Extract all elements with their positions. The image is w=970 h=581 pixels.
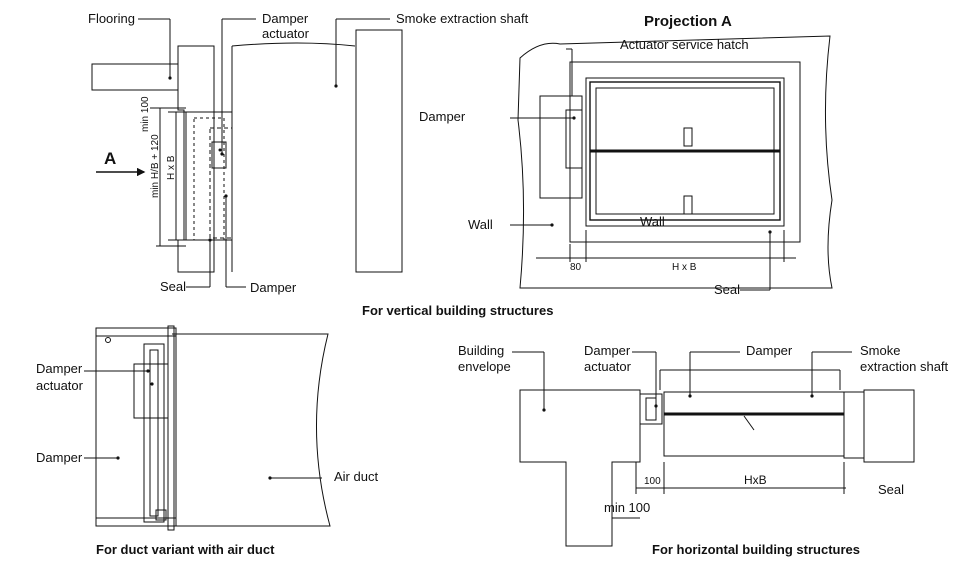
label-h-actuator-2: actuator	[584, 359, 632, 374]
flooring-slab	[91, 63, 179, 91]
label-envelope-1: Building	[458, 343, 504, 358]
label-seal: Seal	[160, 279, 186, 294]
shaft-wall	[355, 29, 403, 273]
label-duct-damper: Damper	[36, 450, 83, 465]
seal-frame	[569, 61, 801, 243]
label-h-damper: Damper	[746, 343, 793, 358]
caption-duct: For duct variant with air duct	[96, 542, 275, 557]
actuator-box	[211, 141, 227, 169]
horizontal-actuator-box	[639, 393, 663, 425]
label-duct-actuator-1: Damper	[36, 361, 83, 376]
label-flooring: Flooring	[88, 11, 135, 26]
dim-min-hb: min H/B + 120	[150, 134, 161, 198]
label-projection-damper: Damper	[419, 109, 466, 124]
wall-section	[177, 45, 215, 273]
label-wall-inner: Wall	[640, 214, 665, 229]
dim-100: 100	[644, 476, 661, 487]
label-duct-actuator-2: actuator	[36, 378, 84, 393]
label-air-duct: Air duct	[334, 469, 378, 484]
label-damper-actuator-1: Damper	[262, 11, 309, 26]
vertical-section: min 100 min H/B + 120 H x B A Flooring D…	[88, 11, 529, 295]
label-wall-left: Wall	[468, 217, 493, 232]
projection-title: Projection A	[644, 13, 732, 30]
label-envelope-2: envelope	[458, 359, 511, 374]
label-h-shaft-2: extraction shaft	[860, 359, 949, 374]
wall-outline	[517, 35, 833, 289]
dim-80: 80	[570, 262, 582, 273]
duct-variant: Damper actuator Damper Air duct	[36, 325, 378, 531]
duct-damper-blade	[143, 343, 165, 523]
label-h-seal: Seal	[878, 482, 904, 497]
dim-min100-horizontal: min 100	[604, 500, 650, 515]
right-slab	[863, 389, 915, 463]
label-h-actuator-1: Damper	[584, 343, 631, 358]
view-marker-a: A	[104, 149, 116, 168]
projection-a: Projection A 80 H x B Actuator service h…	[419, 13, 833, 297]
horizontal-section: 100 HxB min 100 Building envelope Damper…	[458, 343, 949, 547]
label-h-shaft-1: Smoke	[860, 343, 900, 358]
damper-casing	[95, 327, 177, 527]
building-envelope	[519, 389, 641, 547]
damper-body	[185, 111, 233, 241]
dim-min100: min 100	[140, 96, 151, 132]
duct-actuator-box	[133, 363, 169, 419]
caption-vertical: For vertical building structures	[362, 303, 553, 318]
label-projection-seal: Seal	[714, 282, 740, 297]
label-damper-actuator-2: actuator	[262, 26, 310, 41]
label-smoke-shaft: Smoke extraction shaft	[396, 11, 529, 26]
dim-hxb: H x B	[166, 155, 177, 180]
actuator-service-hatch	[539, 95, 583, 199]
label-service-hatch: Actuator service hatch	[620, 37, 749, 52]
dim-hxb-horizontal: HxB	[744, 473, 767, 487]
caption-horizontal: For horizontal building structures	[652, 542, 860, 557]
seal-block	[843, 391, 865, 459]
air-duct-outline	[172, 333, 331, 527]
dim-hxb-projection: H x B	[672, 262, 697, 273]
label-damper: Damper	[250, 280, 297, 295]
